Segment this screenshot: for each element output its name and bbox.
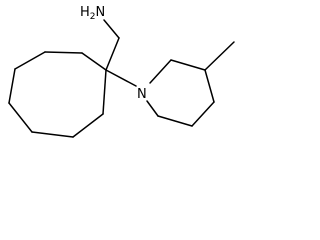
aminomethyl-group: H2N [80,5,120,71]
cyclooctane-ring [8,51,107,138]
ring-bond [14,51,46,70]
c-n-bond [105,69,137,87]
ch2-to-nh2-bond [103,19,120,39]
ring-bond [31,131,74,138]
piperidine-ring: N [137,59,215,127]
methyl-bond [204,41,235,71]
ring-bond [170,59,206,71]
ring-bond [149,59,172,84]
quaternary-to-ch2-bond [105,37,120,71]
ring-bond [8,102,33,133]
ring-bond [102,69,107,115]
ring-nitrogen-label: N [137,87,147,102]
ring-bond [157,115,193,127]
ring-bond [204,69,215,103]
chemical-structure-diagram: H2N N [8,5,235,138]
ring-bond [72,113,104,138]
ring-bond [146,100,159,117]
ring-bond [8,68,16,104]
ring-bond [44,51,83,54]
amine-label: H2N [80,5,105,22]
ring-bond [191,101,215,127]
ring-bond [81,52,107,71]
